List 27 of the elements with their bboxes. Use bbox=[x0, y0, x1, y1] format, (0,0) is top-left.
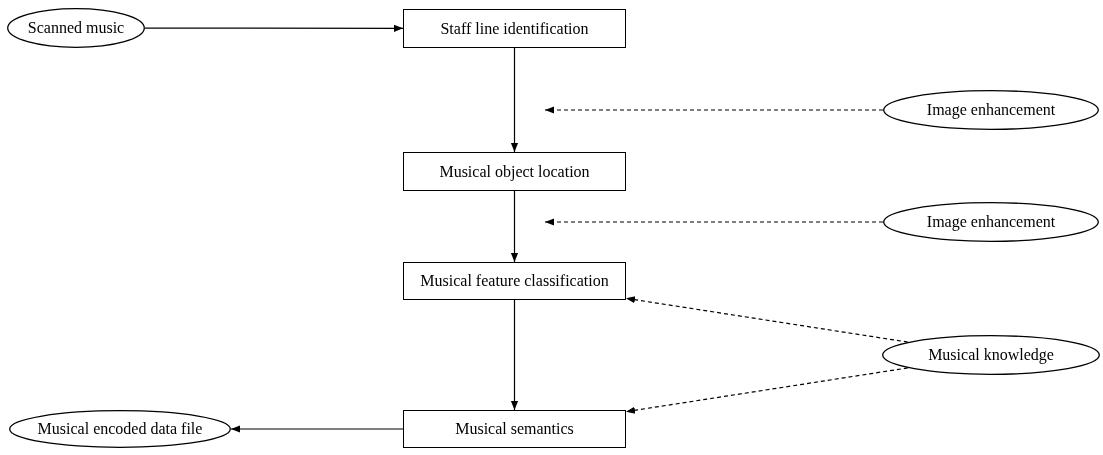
node-label: Musical object location bbox=[439, 162, 590, 181]
node-label: Musical knowledge bbox=[928, 346, 1054, 364]
arrow bbox=[144, 24, 404, 32]
process-box bbox=[403, 410, 626, 448]
process-box bbox=[403, 152, 626, 191]
arrow bbox=[510, 47, 519, 153]
node-label: Staff line identification bbox=[440, 19, 589, 38]
dashed-arrow bbox=[544, 218, 884, 226]
node-label: Musical encoded data file bbox=[37, 420, 203, 438]
node-label: Scanned music bbox=[27, 19, 125, 37]
dashed-arrow bbox=[625, 296, 909, 343]
arrow bbox=[510, 299, 519, 411]
node-label: Image enhancement bbox=[926, 213, 1056, 231]
ellipse-node bbox=[883, 202, 1099, 242]
ellipse-node bbox=[7, 8, 145, 48]
process-box bbox=[403, 9, 626, 48]
process-box bbox=[403, 262, 626, 300]
arrow bbox=[230, 425, 404, 433]
dashed-arrow bbox=[625, 367, 909, 414]
dashed-arrow bbox=[544, 106, 884, 114]
ellipse-node bbox=[883, 90, 1099, 130]
arrow bbox=[510, 190, 519, 263]
ellipse-node bbox=[882, 335, 1100, 375]
node-label: Musical feature classification bbox=[420, 272, 609, 290]
ellipse-node bbox=[9, 410, 231, 448]
node-label: Image enhancement bbox=[926, 101, 1056, 119]
node-label: Musical semantics bbox=[455, 420, 574, 438]
